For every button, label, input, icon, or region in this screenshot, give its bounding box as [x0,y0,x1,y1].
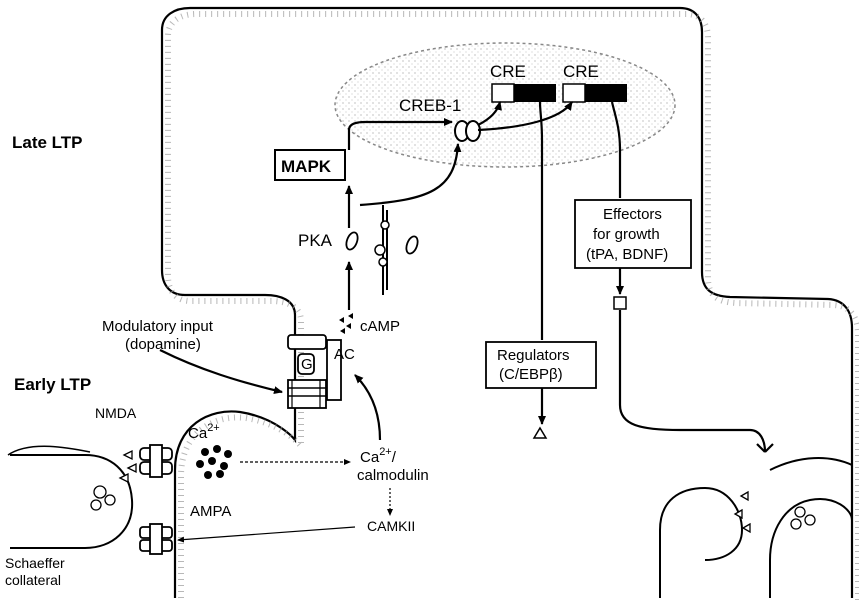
regulators-label-1: Regulators [497,347,570,364]
g-protein-label: G [301,356,313,373]
calcium-ions-icon [196,445,232,479]
ac-label: AC [334,346,355,363]
creb1-dimer-icon [454,120,481,142]
nmda-label: NMDA [95,405,137,421]
effectors-label-1: Effectors [603,206,662,223]
modulatory-input-label-1: Modulatory input [102,318,214,335]
ampa-label: AMPA [190,503,231,520]
mapk-box [274,149,346,181]
effectors-box [574,199,692,269]
pka-regulatory-icon [374,205,390,295]
cre-element-left [491,83,556,103]
g-protein-icon [297,353,315,375]
schaeffer-label-2: collateral [5,572,61,588]
modulatory-input-label-2: (dopamine) [125,336,201,353]
right-presynaptic-terminal [732,470,852,598]
late-ltp-label: Late LTP [12,133,83,152]
right-synapse-icons [733,490,816,534]
nmda-receptor-icon [139,444,173,478]
effector-product-icon [613,296,627,310]
camkii-label: CAMKII [367,518,415,534]
receptor-complex [287,334,342,409]
cre-label-left: CRE [490,62,526,81]
pka-catalytic-icon [345,231,359,251]
creb1-label: CREB-1 [399,96,461,115]
camp-molecules-icon [339,313,353,334]
right-lower-neuron [659,486,744,598]
pka-catalytic-icon-2 [405,235,419,255]
vesicle-icon [90,485,116,511]
schaeffer-label-1: Schaeffer [5,555,65,571]
regulator-product-icon [532,426,548,439]
cre-element-right [562,83,627,103]
right-dendrite [620,298,672,598]
early-ltp-label: Early LTP [14,375,91,394]
regulators-box [485,341,597,389]
presynaptic-terminal-left [10,454,134,549]
postsynaptic-cell-outline [160,6,854,598]
regulators-label-2: (C/EBPβ) [499,366,563,383]
mapk-label: MAPK [281,157,332,176]
camkii-to-ampa-arrow [177,526,356,543]
ca-ion-label: Ca2+ [188,422,220,442]
nucleus [334,42,676,168]
ampa-receptor-icon [139,523,173,555]
camp-label: cAMP [360,318,400,335]
pka-label: PKA [298,231,333,250]
pathway-arrows [159,101,774,453]
effectors-label-2: for growth [593,226,660,243]
effectors-label-3: (tPA, BDNF) [586,246,668,263]
ca-calmodulin-label-2: calmodulin [357,467,429,484]
ca-calmodulin-label-1: Ca2+/ [360,446,397,466]
glutamate-icon [118,449,137,484]
cre-label-right: CRE [563,62,599,81]
